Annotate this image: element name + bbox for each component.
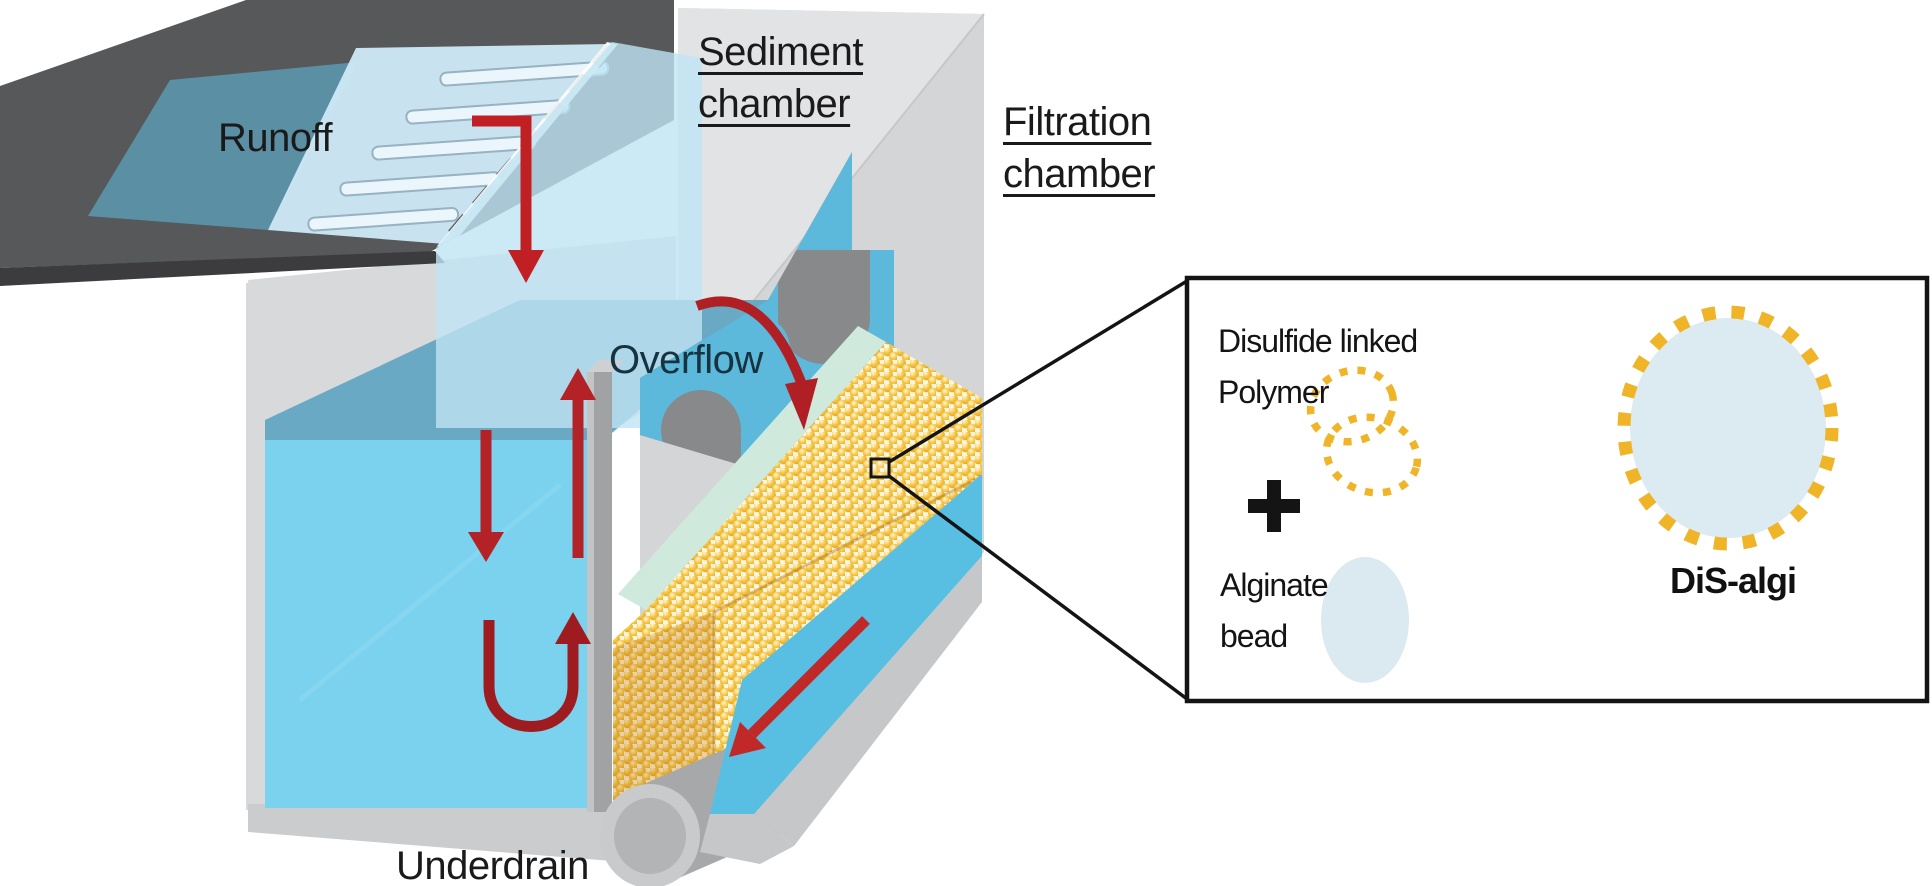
outlet-channel-outer-wall xyxy=(754,556,982,846)
water-reflection xyxy=(298,483,562,702)
sediment-chamber-line1: Sediment xyxy=(698,30,863,74)
disulfide-polymer-line2: Polymer xyxy=(1218,374,1329,410)
filter-mint-edge xyxy=(618,326,886,610)
water-front-face xyxy=(265,440,587,808)
filter-fold-line xyxy=(713,474,983,614)
runoff-label: Runoff xyxy=(218,116,333,160)
filtration-chamber-line1: Filtration xyxy=(1003,100,1152,144)
channel-arrow xyxy=(748,616,870,738)
road-slab-front-edge xyxy=(0,251,445,286)
dis-algi-bead-ring xyxy=(1617,305,1839,551)
floor-strip xyxy=(248,804,700,868)
u-turn-arrow xyxy=(483,620,579,732)
filtration-chamber-line2: chamber xyxy=(1003,152,1156,196)
left-wall xyxy=(246,283,266,810)
alginate-bead-circle xyxy=(1321,557,1409,683)
inset-box xyxy=(1184,275,1930,704)
sediment-chamber-label: Sediment chamber xyxy=(698,26,863,130)
falling-water-sheet xyxy=(436,42,702,428)
alginate-bead-line2: bead xyxy=(1220,618,1288,654)
outlet-channel-pedestal xyxy=(700,814,794,864)
dis-algi-bead-fill xyxy=(1630,318,1826,538)
divider-wall-edge xyxy=(587,372,594,812)
flow-arrows xyxy=(468,115,870,757)
inlet-elbow-arrow xyxy=(472,115,532,252)
dis-algi-label: DiS-algi xyxy=(1669,560,1797,601)
zoom-target-square xyxy=(869,457,891,479)
alginate-bead-line1: Alginate xyxy=(1220,567,1329,603)
overflow-label: Overflow xyxy=(609,338,763,382)
divider-wall-top xyxy=(587,360,624,372)
sediment-chamber-line2: chamber xyxy=(698,82,851,126)
plus-icon xyxy=(1248,480,1300,532)
underdrain-label: Underdrain xyxy=(396,844,589,886)
overflow-curved-arrow xyxy=(695,296,806,384)
disulfide-polymer-line1: Disulfide linked xyxy=(1218,323,1418,359)
disulfide-polymer-tangle xyxy=(1306,366,1422,497)
alginate-bead-label: Alginate bead xyxy=(1220,560,1329,662)
filtration-chamber-label: Filtration chamber xyxy=(1003,96,1156,200)
disulfide-polymer-label: Disulfide linked Polymer xyxy=(1218,316,1418,418)
magnifier-callout xyxy=(869,279,1189,701)
